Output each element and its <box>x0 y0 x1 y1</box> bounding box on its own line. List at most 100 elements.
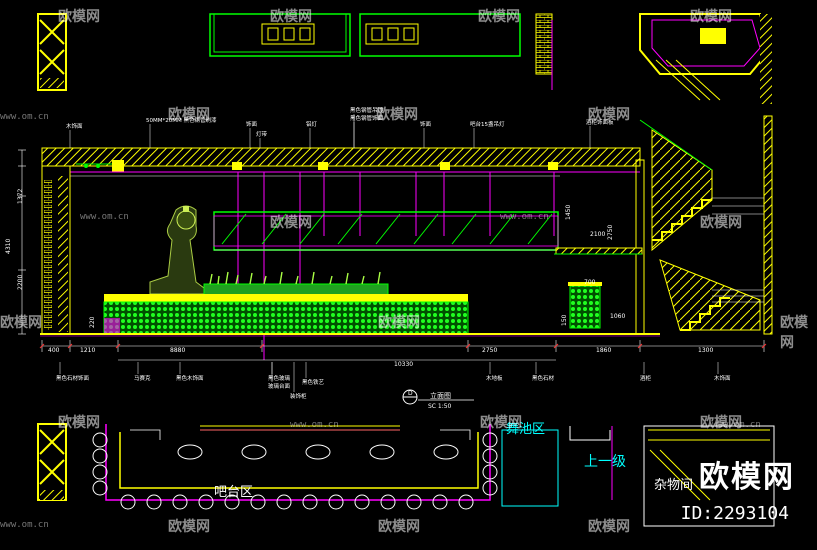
top-center-plan-fragment <box>209 13 553 90</box>
top-right-stair-fragment <box>639 13 772 104</box>
dimension-text: 1450 <box>565 205 572 220</box>
bar-stool <box>92 432 108 448</box>
bar-stool <box>482 432 498 448</box>
watermark-site: www.om.cn <box>712 420 761 430</box>
bottom-plan <box>37 423 775 527</box>
bar-stool <box>198 494 214 510</box>
bar-stool <box>250 494 266 510</box>
bar-stool <box>92 480 108 496</box>
callout-text: 黑色钢管吊顶 <box>350 106 384 114</box>
zone-up-label: 上一级 <box>584 454 626 470</box>
callout-text: 黑色钢管饰面 <box>350 114 384 122</box>
bar-stool <box>276 494 292 510</box>
watermark-brand: 欧模网 <box>588 107 630 123</box>
dimension-text: 10330 <box>394 361 413 368</box>
callout-text: 饰面 <box>420 120 432 128</box>
callout-text: 铝灯 <box>306 120 318 128</box>
watermark-brand: 欧模网 <box>168 519 210 535</box>
drawing-title-block: D 立面图 SC 1:50 <box>402 389 474 410</box>
watermark-site: www.om.cn <box>0 520 49 530</box>
dimension-text: 8880 <box>170 347 185 354</box>
bar-seat <box>241 444 267 460</box>
dimension-text: 4310 <box>5 239 12 254</box>
watermark-brand: 欧模网 <box>270 9 312 25</box>
callout-text: 50MM*20MM 黑色钢管刷漆 <box>146 116 217 124</box>
watermark-site: www.om.cn <box>500 212 549 222</box>
watermark-brand: 欧模网 <box>700 415 742 431</box>
callout-text: 饰面 <box>246 120 258 128</box>
watermark-brand: 欧模网 <box>168 107 210 123</box>
bar-seat <box>433 444 459 460</box>
zone-dance-label: 舞池区 <box>506 422 546 437</box>
dimension-text: 1372 <box>17 189 24 204</box>
bar-stool <box>354 494 370 510</box>
watermark-brand: 欧模网 <box>480 415 522 431</box>
dimension-text: 2100 <box>590 231 605 238</box>
drawing-scale: SC 1:50 <box>428 403 452 410</box>
drawing-title: 立面图 <box>430 391 451 400</box>
callout-text: 装饰柜 <box>290 392 307 400</box>
dimension-text: 1860 <box>596 347 611 354</box>
callout-text: 木地板 <box>486 374 503 382</box>
callout-text: 黑色木饰面 <box>176 374 204 382</box>
dimension-text: 1210 <box>80 347 95 354</box>
bar-seat <box>369 444 395 460</box>
wine-cabinet <box>568 282 602 329</box>
callout-text: 黑色玻璃 <box>268 374 291 382</box>
bar-stool <box>224 494 240 510</box>
bar-stool <box>482 480 498 496</box>
bar-stool <box>92 464 108 480</box>
watermark-site: www.om.cn <box>80 212 129 222</box>
buddha-statue <box>149 205 205 295</box>
dimension-text: 150 <box>561 314 568 326</box>
watermark-site: www.om.cn <box>290 420 339 430</box>
zone-bar-label: 吧台区 <box>214 485 254 500</box>
callout-text: 玻璃台面 <box>268 382 291 390</box>
callout-text: 木饰面 <box>66 122 83 130</box>
drawing-label-d: D <box>408 390 413 397</box>
brand-id: ID:2293104 <box>680 503 789 524</box>
watermark-brand: 欧模网 <box>690 9 732 25</box>
brand-logo-text: 欧模网 <box>699 460 795 495</box>
callout-text: 酒柜 <box>640 374 652 382</box>
watermark-brand: 欧模网 <box>378 519 420 535</box>
watermark-brand: 欧模网 <box>378 315 420 331</box>
bar-stool <box>406 494 422 510</box>
watermark-site: www.om.cn <box>0 112 49 122</box>
callout-text: 马赛克 <box>134 374 151 382</box>
callout-text: 黑色石材 <box>532 374 555 382</box>
watermark-brand: 欧模网 <box>0 315 42 331</box>
bar-stool <box>482 464 498 480</box>
bar-stool <box>380 494 396 510</box>
top-left-fragment <box>37 13 67 91</box>
bar-stool <box>146 494 162 510</box>
dimension-text: 1060 <box>610 313 625 320</box>
dimension-text: 1300 <box>698 347 713 354</box>
callout-text: 灯带 <box>256 130 268 138</box>
watermark-brand: 欧模网 <box>478 9 520 25</box>
callout-text: 酒柜饰面板 <box>586 118 614 126</box>
watermark-brand: 欧模网 <box>588 519 630 535</box>
watermark-brand: 欧模网 <box>270 215 312 231</box>
left-wall <box>41 165 71 335</box>
bar-stool <box>432 494 448 510</box>
dimension-text: 400 <box>48 347 60 354</box>
callout-text: 黑色石材饰面 <box>56 374 90 382</box>
bar-stool <box>328 494 344 510</box>
dimension-text: 220 <box>89 316 96 328</box>
callout-text: 木饰面 <box>714 374 731 382</box>
dimension-text: 700 <box>584 279 596 286</box>
bar-stool <box>172 494 188 510</box>
watermark-brand: 欧模网 <box>58 9 100 25</box>
callout-text: 吧台15盏吊灯 <box>470 120 505 128</box>
zone-storage-label: 杂物间 <box>654 478 694 493</box>
right-stair <box>554 115 773 335</box>
dimension-text: 2200 <box>17 275 24 290</box>
bar-stool <box>302 494 318 510</box>
watermark-brand: 欧模网 <box>376 107 418 123</box>
watermark-brand: 欧模网 <box>700 215 742 231</box>
